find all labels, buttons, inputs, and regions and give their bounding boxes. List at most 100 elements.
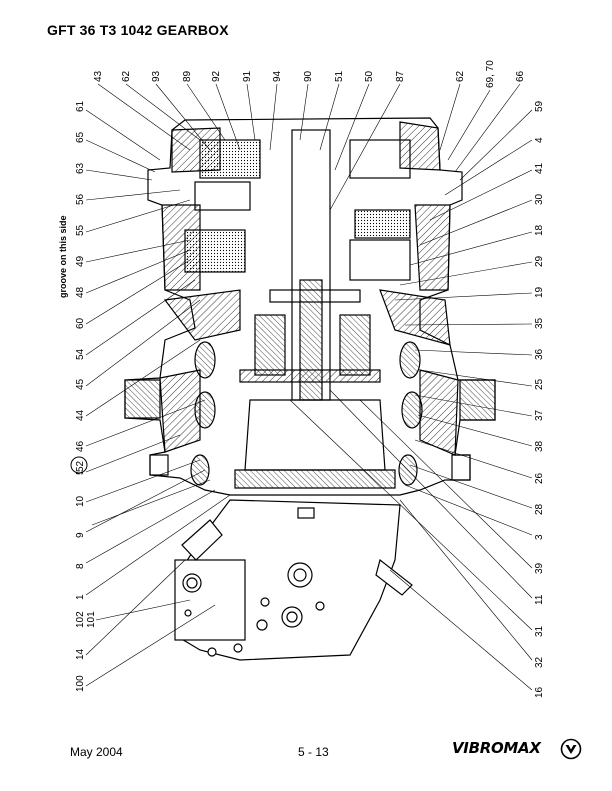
callout-left-text: 1 [75, 594, 86, 600]
callout-left-text: 65 [75, 131, 86, 143]
callout-right-11: 37 [414, 394, 545, 421]
callout-left-3: 63 [75, 162, 153, 181]
callout-top-4: 89 [182, 70, 226, 141]
callout-top-text: 87 [395, 70, 406, 82]
callout-left-10: 45 [75, 299, 201, 390]
callout-top-text: 62 [455, 70, 466, 82]
callout-right-3: 41 [429, 162, 545, 221]
callout-left-text: 54 [75, 348, 86, 360]
callout-top-text: 90 [303, 70, 314, 82]
callout-top-text: 69, 70 [485, 60, 496, 88]
badge-text: 52 [75, 460, 86, 472]
callout-right-7: 19 [394, 286, 545, 301]
callout-left-text: 56 [75, 193, 86, 205]
callout-top-1: 43 [93, 70, 191, 151]
callout-top-text: 93 [151, 70, 162, 82]
callout-left-text: 63 [75, 162, 86, 174]
callout-right-text: 26 [534, 472, 545, 484]
callout-left-1: 61 [75, 100, 161, 161]
side-note-groove: groove on this side [58, 215, 68, 298]
callout-top-12: 62 [439, 70, 466, 151]
callout-top-text: 92 [211, 70, 222, 82]
callout-top-text: 51 [334, 70, 345, 82]
callouts-top: 43 62 93 89 92 91 94 90 51 50 87 62 69, … [93, 60, 526, 211]
callout-left-text: 49 [75, 255, 86, 267]
callout-right-4: 30 [419, 193, 545, 246]
callout-right-9: 36 [414, 348, 545, 360]
callout-right-16: 39 [359, 399, 545, 574]
brand-wordmark: VIBROMAX [452, 739, 541, 757]
callout-left-text: 55 [75, 224, 86, 236]
callout-left-text: 10 [75, 495, 86, 507]
callout-top-11: 87 [329, 70, 406, 211]
callout-right-text: 41 [534, 162, 545, 174]
callout-right-14: 28 [409, 464, 545, 515]
callout-right-17: 11 [329, 389, 545, 605]
callout-right-text: 11 [534, 594, 545, 605]
callout-right-text: 31 [534, 625, 545, 637]
callout-right-text: 30 [534, 193, 545, 205]
brand-emblem-icon [560, 738, 582, 760]
callout-right-20: 16 [389, 569, 545, 698]
callout-right-text: 35 [534, 317, 545, 329]
callout-left-text: 44 [75, 409, 86, 421]
callout-left-text: 100 [75, 675, 86, 692]
callout-right-text: 29 [534, 255, 545, 267]
callout-right-text: 36 [534, 348, 545, 360]
callout-left-18: 102 [75, 611, 86, 628]
callout-badge-52: 52 [70, 456, 88, 474]
callout-left-7: 48 [75, 249, 191, 298]
callout-left-19: 101 [86, 599, 191, 628]
callout-right-12: 38 [417, 414, 545, 452]
callout-right-18: 31 [289, 399, 545, 637]
callout-left-8: 60 [75, 259, 191, 329]
callout-top-text: 43 [93, 70, 104, 82]
callout-right-text: 32 [534, 656, 545, 668]
callouts-right: 59 4 41 30 18 29 19 35 36 25 37 38 26 28… [289, 100, 545, 698]
callout-right-19: 32 [399, 499, 545, 668]
callout-left-text: 48 [75, 286, 86, 298]
callout-right-text: 37 [534, 409, 545, 421]
callout-top-text: 66 [515, 70, 526, 82]
callout-right-10: 25 [419, 369, 545, 390]
callout-left-text: 9 [75, 532, 86, 538]
callout-top-14: 66 [454, 70, 526, 173]
callout-right-text: 4 [534, 137, 545, 143]
callout-left-11: 44 [75, 339, 201, 421]
callout-left-15: 9 [75, 469, 211, 538]
callout-left-14: 10 [75, 459, 201, 507]
callout-left-text: 8 [75, 563, 86, 569]
callout-right-text: 19 [534, 286, 545, 298]
vibromax-logo: VIBROMAX [452, 737, 587, 763]
callout-right-5: 18 [409, 224, 545, 266]
callout-left-2: 65 [75, 131, 156, 173]
callout-top-text: 91 [242, 70, 253, 82]
callout-left-text: 14 [75, 648, 86, 660]
callout-top-text: 89 [182, 70, 193, 82]
callout-left-text: 102 [75, 611, 86, 628]
callout-right-text: 18 [534, 224, 545, 236]
callout-right-13: 26 [414, 439, 545, 484]
footer-page-number: 5 - 13 [298, 745, 329, 759]
callout-left-text: 60 [75, 317, 86, 329]
callout-left-20: 14 [75, 559, 186, 660]
callout-right-text: 25 [534, 378, 545, 390]
callout-top-text: 62 [121, 70, 132, 82]
callout-left-5: 55 [75, 199, 191, 236]
callout-top-9: 51 [319, 70, 345, 151]
callout-right-2: 4 [444, 137, 545, 196]
callout-right-text: 28 [534, 503, 545, 515]
callout-right-1: 59 [459, 100, 545, 181]
callout-top-7: 94 [269, 70, 283, 151]
callout-left-text: 45 [75, 378, 86, 390]
callout-right-text: 39 [534, 562, 545, 574]
callout-left-12: 46 [75, 399, 206, 452]
callout-left-6: 49 [75, 239, 191, 267]
callout-right-15: 3 [404, 484, 545, 540]
callout-left-9: 54 [75, 279, 196, 360]
callout-top-6: 91 [242, 70, 256, 141]
callouts-left: 61 65 63 56 55 49 48 60 54 45 44 46 5 10… [75, 100, 231, 692]
hydraulic-motor [174, 499, 413, 661]
callout-right-text: 59 [534, 100, 545, 112]
